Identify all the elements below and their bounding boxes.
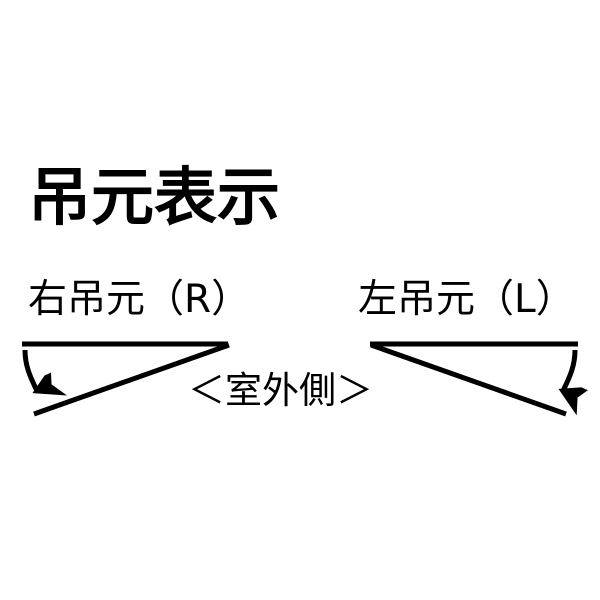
swing-arrow-left-panel — [22, 349, 37, 391]
right-hinge-door-swing — [22, 341, 230, 417]
page-title: 吊元表示 — [28, 161, 280, 234]
swing-arrow-right-panel — [563, 349, 575, 391]
door-leaf-line-left-panel — [33, 342, 230, 417]
outdoor-side-caption: ＜室外側＞ — [188, 369, 373, 412]
door-leaf-line-right-panel — [370, 342, 567, 417]
left-hinge-door-swing — [370, 341, 578, 417]
label-right-hinge: 右吊元（R） — [28, 277, 251, 322]
label-left-hinge: 左吊元（L） — [358, 277, 575, 322]
